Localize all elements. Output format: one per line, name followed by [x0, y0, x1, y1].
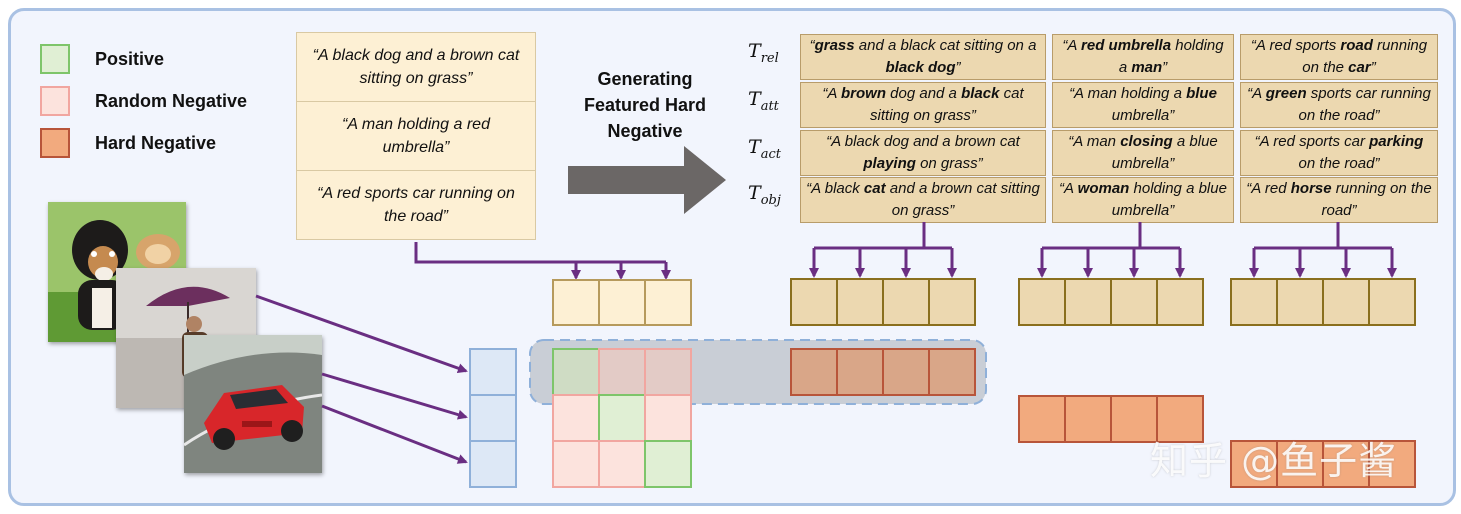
generate-arrow	[568, 146, 726, 214]
generate-label: Generating Featured Hard Negative	[583, 69, 707, 141]
matrix-cell-positive	[598, 394, 646, 442]
hard-negative-caption: “A black cat and a brown cat sitting on …	[800, 177, 1046, 223]
image-embedding-arrows	[255, 294, 468, 464]
hard-negative-cell	[1276, 440, 1324, 488]
negative-embedding-cell	[1276, 278, 1324, 326]
hard-negative-cell	[790, 348, 838, 396]
row-label: Tobj	[748, 182, 781, 208]
hard-negative-caption: “A woman holding a blue umbrella”	[1052, 177, 1234, 223]
matrix-cell-random	[598, 440, 646, 488]
negative-embedding-cell	[836, 278, 884, 326]
negative-group-arrows	[809, 222, 1397, 278]
negative-embedding-rows	[790, 278, 1416, 326]
hard-negative-caption: “A red umbrella holding a man”	[1052, 34, 1234, 80]
negative-embedding-cell	[1156, 278, 1204, 326]
red-car-image	[184, 335, 322, 473]
hard-negative-cell	[1322, 440, 1370, 488]
matrix-cell-positive	[552, 348, 600, 396]
hard-negative-caption: “grass and a black cat sitting on a blac…	[800, 34, 1046, 80]
image-embedding-cell	[469, 394, 517, 442]
hard-negative-caption: “A red sports road running on the car”	[1240, 34, 1438, 80]
hard-negative-cell	[836, 348, 884, 396]
caption-item: “A black dog and a brown cat sitting on …	[297, 33, 535, 102]
negative-embedding-cell	[1230, 278, 1278, 326]
hard-negative-caption: “A man closing a blue umbrella”	[1052, 130, 1234, 176]
image-embedding-cell	[469, 348, 517, 396]
negative-embedding-cell	[790, 278, 838, 326]
caption-embedding-row	[552, 279, 692, 326]
image-embedding-column	[469, 348, 517, 488]
caption-embedding-arrows	[414, 242, 671, 280]
negative-embedding-cell	[928, 278, 976, 326]
caption-item: “A man holding a red umbrella”	[297, 102, 535, 171]
hard-negative-cell	[1156, 395, 1204, 443]
hard-negative-cell	[1018, 395, 1066, 443]
caption-item: “A red sports car running on the road”	[317, 185, 515, 225]
caption-embedding-cell	[598, 279, 646, 326]
row-label: Trel	[748, 40, 779, 66]
hard-negative-caption: “A man holding a blue umbrella”	[1052, 82, 1234, 128]
hard-negative-caption: “A green sports car running on the road”	[1240, 82, 1438, 128]
hard-negative-caption: “A red sports car parking on the road”	[1240, 130, 1438, 176]
caption-column: “A black dog and a brown cat sitting on …	[296, 32, 536, 240]
similarity-matrix	[552, 348, 692, 488]
legend-label: Random Negative	[95, 91, 248, 111]
hard-negative-cell	[882, 348, 930, 396]
row-label: Tatt	[748, 88, 779, 114]
negative-embedding-cell	[1322, 278, 1370, 326]
legend-label: Positive	[95, 49, 165, 69]
legend-swatch	[40, 128, 70, 158]
hard-negative-cell	[1368, 440, 1416, 488]
legend-label: Hard Negative	[95, 133, 217, 153]
photo-red-car	[184, 335, 322, 473]
negative-embedding-cell	[882, 278, 930, 326]
hard-negative-cell	[1110, 395, 1158, 443]
legend-swatch	[40, 44, 70, 74]
negative-embedding-cell	[1064, 278, 1112, 326]
caption-embedding-cell	[644, 279, 692, 326]
watermark: 知乎 @鱼子酱	[1150, 439, 1398, 483]
hard-negative-caption: “A brown dog and a black cat sitting on …	[800, 82, 1046, 128]
hard-negative-cell	[1064, 395, 1112, 443]
matrix-cell-random	[644, 394, 692, 442]
matrix-cell-random	[644, 348, 692, 396]
hard-negative-caption: “A black dog and a brown cat playing on …	[800, 130, 1046, 176]
negative-embedding-cell	[1018, 278, 1066, 326]
caption-embedding-cell	[552, 279, 600, 326]
legend-swatch	[40, 86, 70, 116]
negative-embedding-cell	[1110, 278, 1158, 326]
image-embedding-cell	[469, 440, 517, 488]
matrix-cell-random	[598, 348, 646, 396]
matrix-cell-random	[552, 440, 600, 488]
matrix-cell-random	[552, 394, 600, 442]
negative-embedding-cell	[1368, 278, 1416, 326]
row-label: Tact	[748, 136, 781, 162]
hard-negative-cell	[928, 348, 976, 396]
matrix-cell-positive	[644, 440, 692, 488]
hard-negative-rows	[790, 348, 1416, 488]
